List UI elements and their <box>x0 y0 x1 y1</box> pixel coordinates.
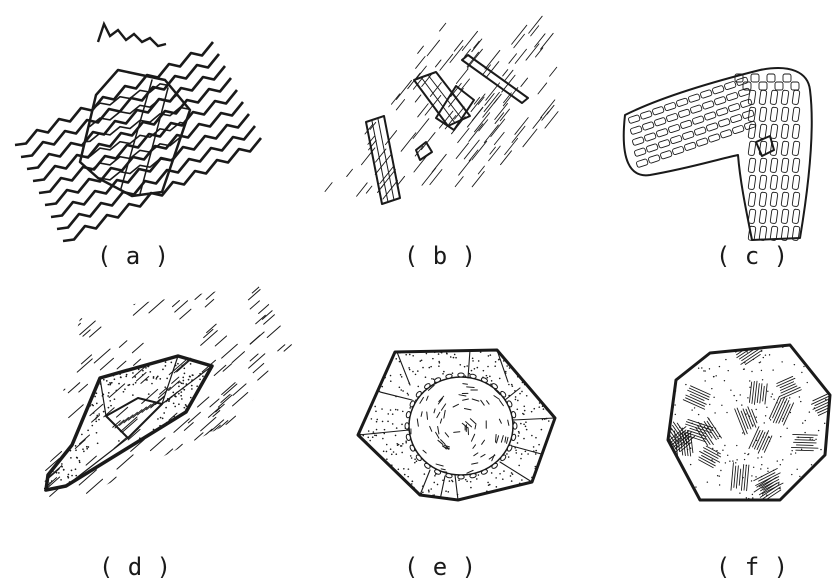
panel-f-crystal-outline <box>668 345 830 500</box>
panel-f-decussate-inclusions <box>664 341 835 501</box>
panel-a-crystal-sketch <box>15 24 261 241</box>
panel-e-fractures <box>358 350 555 500</box>
panel-c-fold-outline <box>624 68 812 240</box>
panel-a-label: ( a ) <box>97 242 169 270</box>
panel-b-crystal-sketch <box>325 16 558 204</box>
panel-c-mosaic-grains <box>628 74 800 241</box>
panel-b-label: ( b ) <box>404 242 476 270</box>
panel-c-label: ( c ) <box>716 242 788 270</box>
panel-f-crystal-sketch <box>664 341 835 501</box>
panel-b-prism-2 <box>414 72 474 130</box>
panel-d-matrix-schistosity <box>42 277 300 497</box>
panel-e-inclusion-ring <box>405 373 517 479</box>
panel-d-crystal-sketch <box>42 277 300 497</box>
panel-b-prism-1 <box>366 116 400 204</box>
panel-e-crystal-sketch <box>357 349 556 500</box>
panel-f-label: ( f ) <box>716 553 788 581</box>
panel-e-label: ( e ) <box>404 553 476 581</box>
panel-d-label: ( d ) <box>99 553 171 581</box>
panel-b-small-grain <box>416 142 432 160</box>
panel-c-crystal-sketch <box>624 68 812 241</box>
panel-a-foliation <box>15 24 261 241</box>
